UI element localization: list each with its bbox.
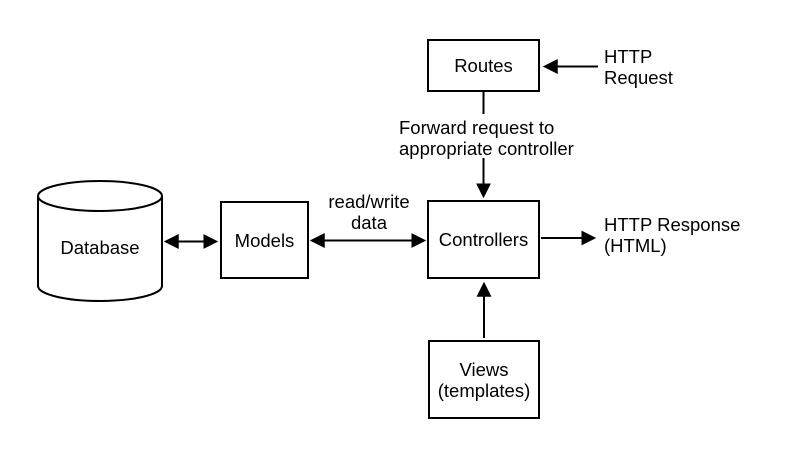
database-cylinder-body [37,180,163,302]
forward-request-label-line2: appropriate controller [399,138,574,159]
database-cylinder-top-rim [37,195,163,212]
node-controllers-label: Controllers [438,229,529,250]
read-write-data-label: read/write data [308,191,430,233]
node-routes-label: Routes [454,55,513,76]
node-views: Views (templates) [428,340,540,419]
node-controllers: Controllers [427,200,540,279]
read-write-data-label-line1: read/write [328,191,410,212]
forward-request-label-line1: Forward request to [399,117,555,138]
http-request-label: HTTP Request [604,46,673,88]
node-views-label-line2: (templates) [437,379,531,401]
database-cylinder [37,180,163,302]
read-write-data-label-line2: data [350,212,387,233]
forward-request-label: Forward request to appropriate controlle… [399,117,574,159]
node-models: Models [220,201,309,279]
node-routes: Routes [427,39,540,92]
http-request-label-line1: HTTP [604,46,653,67]
http-response-label: HTTP Response (HTML) [604,214,740,256]
node-database-label: Database [60,237,140,258]
node-models-label: Models [234,229,295,251]
http-request-label-line2: Request [604,67,673,88]
http-response-label-line2: (HTML) [604,235,667,256]
node-views-label-line1: Views [459,358,509,380]
http-response-label-line1: HTTP Response [604,214,741,235]
